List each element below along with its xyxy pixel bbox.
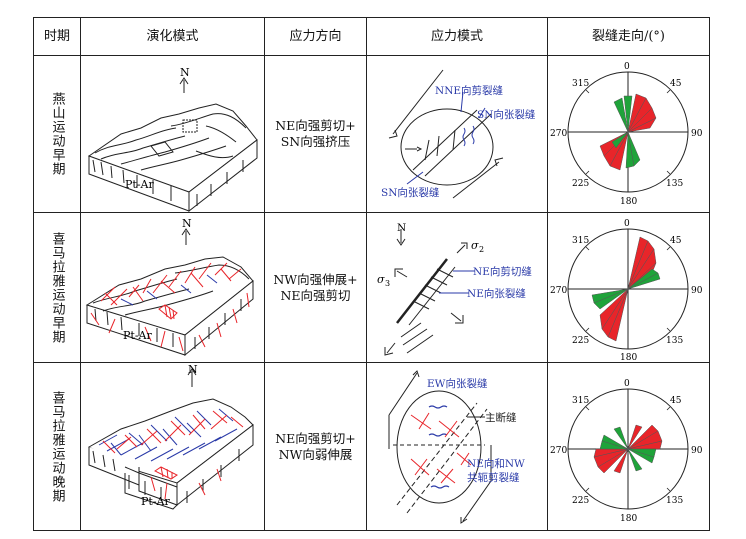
svg-text:Pt-Ar: Pt-Ar (125, 178, 154, 191)
stress-mode-row-1: NNE向剪裂缝 SN向张裂缝 SN向张裂缝 (381, 69, 536, 199)
stress-direction-row-3: NE向强剪切+NW向弱伸展 (275, 430, 356, 462)
svg-text:90: 90 (691, 286, 703, 296)
stress-mode-row-3: EW向张裂缝 主断缝 NE向和NW 共轭剪裂缝 (388, 370, 525, 524)
label-ne-tension: NE向张裂缝 (467, 287, 526, 300)
svg-text:135: 135 (666, 336, 683, 346)
evolution-block-row-1: N Pt-Ar (87, 66, 258, 212)
label-ew-tension: EW向张裂缝 (427, 377, 488, 390)
stress-direction-row-1: NE向强剪切+SN向强挤压 (275, 118, 356, 149)
stress-mode-row-2: N σ 2 σ 3 NE向剪切缝 NE向张裂缝 (377, 222, 532, 356)
svg-text:N: N (397, 222, 406, 234)
svg-text:225: 225 (572, 336, 589, 346)
svg-text:315: 315 (572, 236, 589, 246)
period-row-2: 喜马拉雅运动早期 (49, 231, 65, 344)
label-main-fault: 主断缝 (485, 411, 517, 424)
svg-text:180: 180 (620, 197, 637, 207)
svg-text:Pt-Ar: Pt-Ar (123, 329, 152, 342)
svg-text:270: 270 (550, 129, 567, 139)
evolution-block-row-2: N Pt-Ar (85, 217, 254, 357)
header-fracture-strike: 裂缝走向/(°) (591, 29, 666, 44)
label-sn-tension-2: SN向张裂缝 (381, 186, 440, 199)
header-stress-mode: 应力模式 (430, 29, 483, 44)
svg-text:180: 180 (620, 514, 637, 524)
svg-text:135: 135 (666, 179, 683, 189)
svg-text:225: 225 (572, 496, 589, 506)
svg-text:90: 90 (691, 129, 703, 139)
rose-diagram-row-3: 0 45 90 135 180 225 270 315 (550, 379, 703, 524)
svg-text:225: 225 (572, 179, 589, 189)
svg-text:135: 135 (666, 496, 683, 506)
svg-text:90: 90 (691, 446, 703, 456)
svg-text:3: 3 (385, 279, 390, 288)
evolution-block-row-3: N Pt-Ar (87, 363, 254, 510)
rose-diagram-row-2: 0 45 90 135 180 225 270 315 (550, 219, 703, 362)
header-evolution: 演化模式 (146, 29, 199, 44)
svg-text:0: 0 (624, 379, 630, 389)
svg-text:0: 0 (624, 62, 630, 72)
stress-direction-row-2: NW向强伸展+NE向强剪切 (273, 271, 358, 303)
svg-text:45: 45 (670, 79, 682, 89)
period-row-1: 燕山运动早期 (49, 92, 65, 176)
svg-text:N: N (180, 66, 190, 79)
svg-text:45: 45 (670, 236, 682, 246)
header-stress-direction: 应力方向 (289, 29, 342, 44)
svg-text:45: 45 (670, 396, 682, 406)
svg-text:2: 2 (479, 245, 484, 254)
svg-text:315: 315 (572, 396, 589, 406)
svg-text:270: 270 (550, 446, 567, 456)
svg-text:σ: σ (377, 273, 385, 286)
period-row-3: 喜马拉雅运动晚期 (49, 390, 65, 503)
svg-text:σ: σ (471, 239, 479, 252)
svg-text:180: 180 (620, 353, 637, 362)
svg-text:N: N (188, 363, 198, 376)
header-period: 时期 (43, 29, 70, 44)
label-ne-nw: NE向和NW (467, 457, 525, 470)
label-nne-shear: NNE向剪裂缝 (435, 84, 504, 97)
svg-text:315: 315 (572, 79, 589, 89)
svg-text:Pt-Ar: Pt-Ar (141, 495, 170, 508)
svg-text:270: 270 (550, 286, 567, 296)
label-sn-tension-1: SN向张裂缝 (477, 108, 536, 121)
svg-text:N: N (182, 217, 192, 230)
label-ne-shear: NE向剪切缝 (473, 265, 532, 278)
svg-text:0: 0 (624, 219, 630, 229)
label-conjugate-shear: 共轭剪裂缝 (467, 471, 520, 484)
rose-diagram-row-1: 0 45 90 135 180 225 270 315 (550, 62, 703, 207)
